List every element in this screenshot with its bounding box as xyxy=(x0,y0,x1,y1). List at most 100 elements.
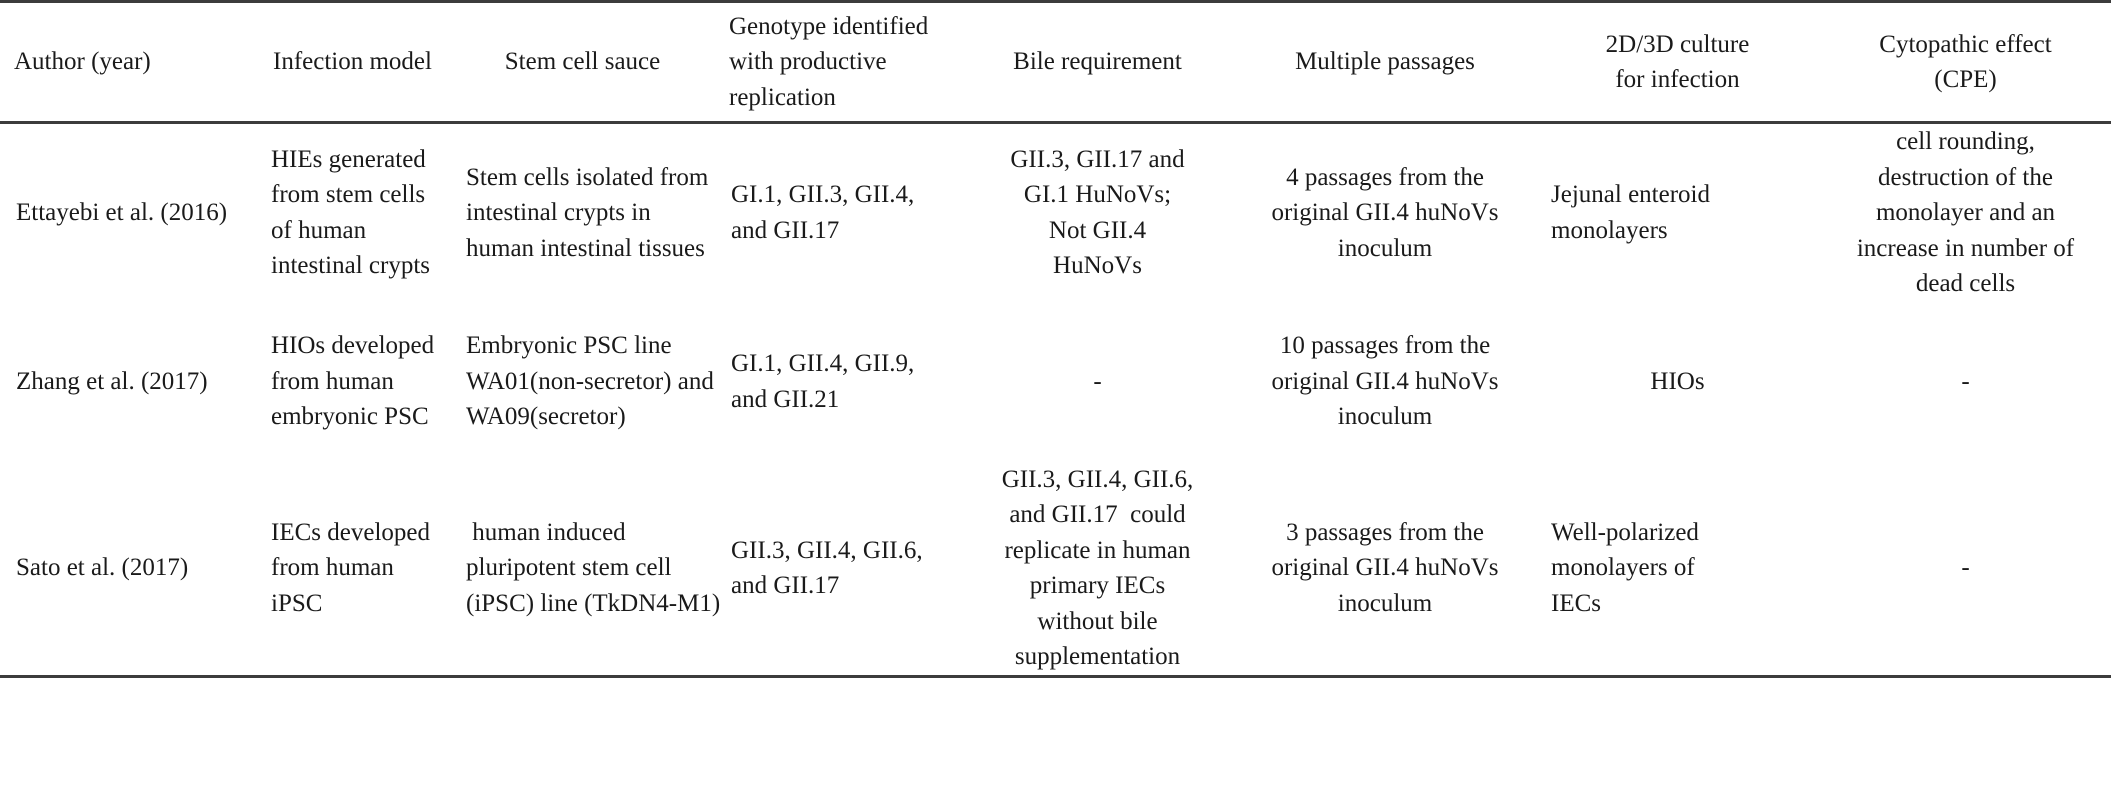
cell-line: pluripotent stem cell xyxy=(466,554,672,582)
cell-line: and GII.17 xyxy=(731,216,840,244)
column-header-source: Stem cell sauce xyxy=(450,0,715,124)
cell-genotype: GI.1, GII.3, GII.4,and GII.17 xyxy=(715,123,960,302)
cell-text: HIOs xyxy=(1535,364,1820,400)
cell-text: - xyxy=(1820,550,2111,586)
cell-text: GI.1, GII.4, GII.9, and GII.21 xyxy=(715,346,960,417)
cell-line: Sato et al. (2017) xyxy=(16,554,189,582)
cell-text: - xyxy=(1820,364,2111,400)
cell-bile: - xyxy=(960,302,1235,462)
cell-line: HIOs developed xyxy=(271,332,435,360)
cell-line: human induced xyxy=(466,518,626,546)
cell-line: human intestinal tissues xyxy=(466,234,705,262)
cell-line: inoculum xyxy=(1337,234,1433,262)
header-text-genotype: Genotype identified with productive replic… xyxy=(715,9,960,116)
cell-line: inoculum xyxy=(1337,589,1433,617)
cell-line: from human xyxy=(271,367,394,395)
cell-line: HIOs xyxy=(1650,367,1705,395)
cell-text: GI.1, GII.3, GII.4,and GII.17 xyxy=(715,177,960,248)
cell-line: inoculum xyxy=(1337,403,1433,431)
cell-line: replicate in human xyxy=(1004,536,1191,564)
table-header: Author (year) Infection model Stem cell … xyxy=(0,0,2111,124)
cell-line: from stem cells xyxy=(271,181,426,209)
column-header-author: Author (year) xyxy=(0,0,255,124)
cell-genotype: GII.3, GII.4, GII.6, and GII.17 xyxy=(715,461,960,678)
cell-line: Well-polarized xyxy=(1551,518,1699,546)
header-line: Stem cell sauce xyxy=(504,48,661,76)
cell-line: dead cells xyxy=(1915,270,2016,297)
cell-line: IECs xyxy=(1551,589,1601,617)
header-line: replication xyxy=(729,83,836,111)
cell-line: monolayers xyxy=(1551,216,1668,244)
column-header-genotype: Genotype identified with productive replic… xyxy=(715,0,960,124)
header-line: 2D/3D culture xyxy=(1605,30,1750,58)
cell-line: original GII.4 huNoVs xyxy=(1271,554,1499,582)
cell-line: Zhang et al. (2017) xyxy=(16,367,208,395)
cell-cpe: - xyxy=(1820,461,2111,678)
cell-line: 10 passages from the xyxy=(1279,332,1491,360)
header-line: Bile requirement xyxy=(1013,48,1182,76)
column-header-culture: 2D/3D culture for infection xyxy=(1535,0,1820,124)
cell-line: of human xyxy=(271,216,367,244)
cell-text: Well-polarized monolayers of IECs xyxy=(1535,515,1820,622)
cell-culture: Well-polarized monolayers of IECs xyxy=(1535,461,1820,678)
header-text-passages: Multiple passages xyxy=(1235,44,1535,80)
header-line: for infection xyxy=(1615,66,1740,93)
header-line: Genotype identified xyxy=(729,12,929,40)
cell-line: HuNoVs xyxy=(1053,252,1142,280)
cell-culture: HIOs xyxy=(1535,302,1820,462)
header-line: Infection model xyxy=(273,48,432,76)
cell-line: GII.3, GII.4, GII.6, xyxy=(731,536,923,564)
header-line: with productive xyxy=(729,48,887,76)
cell-genotype: GI.1, GII.4, GII.9, and GII.21 xyxy=(715,302,960,462)
cell-line: 4 passages from the xyxy=(1286,163,1484,191)
cell-line: WA09(secretor) xyxy=(466,403,626,431)
cell-line: Embryonic PSC line xyxy=(466,332,672,360)
header-text-bile: Bile requirement xyxy=(960,44,1235,80)
header-text-author: Author (year) xyxy=(0,44,255,80)
cell-author: Sato et al. (2017) xyxy=(0,461,255,678)
cell-text: Zhang et al. (2017) xyxy=(0,364,255,400)
cell-line: Stem cells isolated from xyxy=(466,163,709,191)
cell-text: 3 passages from the original GII.4 huNoVs… xyxy=(1235,515,1535,622)
cell-text: 4 passages from the original GII.4 huNoVs… xyxy=(1235,160,1535,267)
cell-line: monolayers of xyxy=(1551,554,1695,582)
cell-line: 3 passages from the xyxy=(1286,518,1484,546)
cell-passages: 3 passages from the original GII.4 huNoVs… xyxy=(1235,461,1535,678)
cell-line: and GII.17 xyxy=(731,572,840,599)
cell-author: Zhang et al. (2017) xyxy=(0,302,255,462)
column-header-bile: Bile requirement xyxy=(960,0,1235,124)
cell-text: - xyxy=(960,364,1235,400)
header-text-culture: 2D/3D culture for infection xyxy=(1535,27,1820,98)
cell-line: HIEs generated xyxy=(271,145,426,173)
cell-line: and GII.21 xyxy=(731,385,840,413)
cell-line: original GII.4 huNoVs xyxy=(1271,199,1499,226)
cell-cpe: - xyxy=(1820,302,2111,462)
header-text-cpe: Cytopathic effect(CPE) xyxy=(1820,27,2111,98)
cell-line: GI.1, GII.4, GII.9, xyxy=(731,350,915,377)
cell-line: Not GII.4 xyxy=(1048,216,1147,244)
header-text-source: Stem cell sauce xyxy=(450,44,715,80)
cell-line: - xyxy=(1961,367,1970,395)
cell-line: and GII.17 could xyxy=(1009,501,1186,528)
cell-line: without bile xyxy=(1037,607,1158,635)
